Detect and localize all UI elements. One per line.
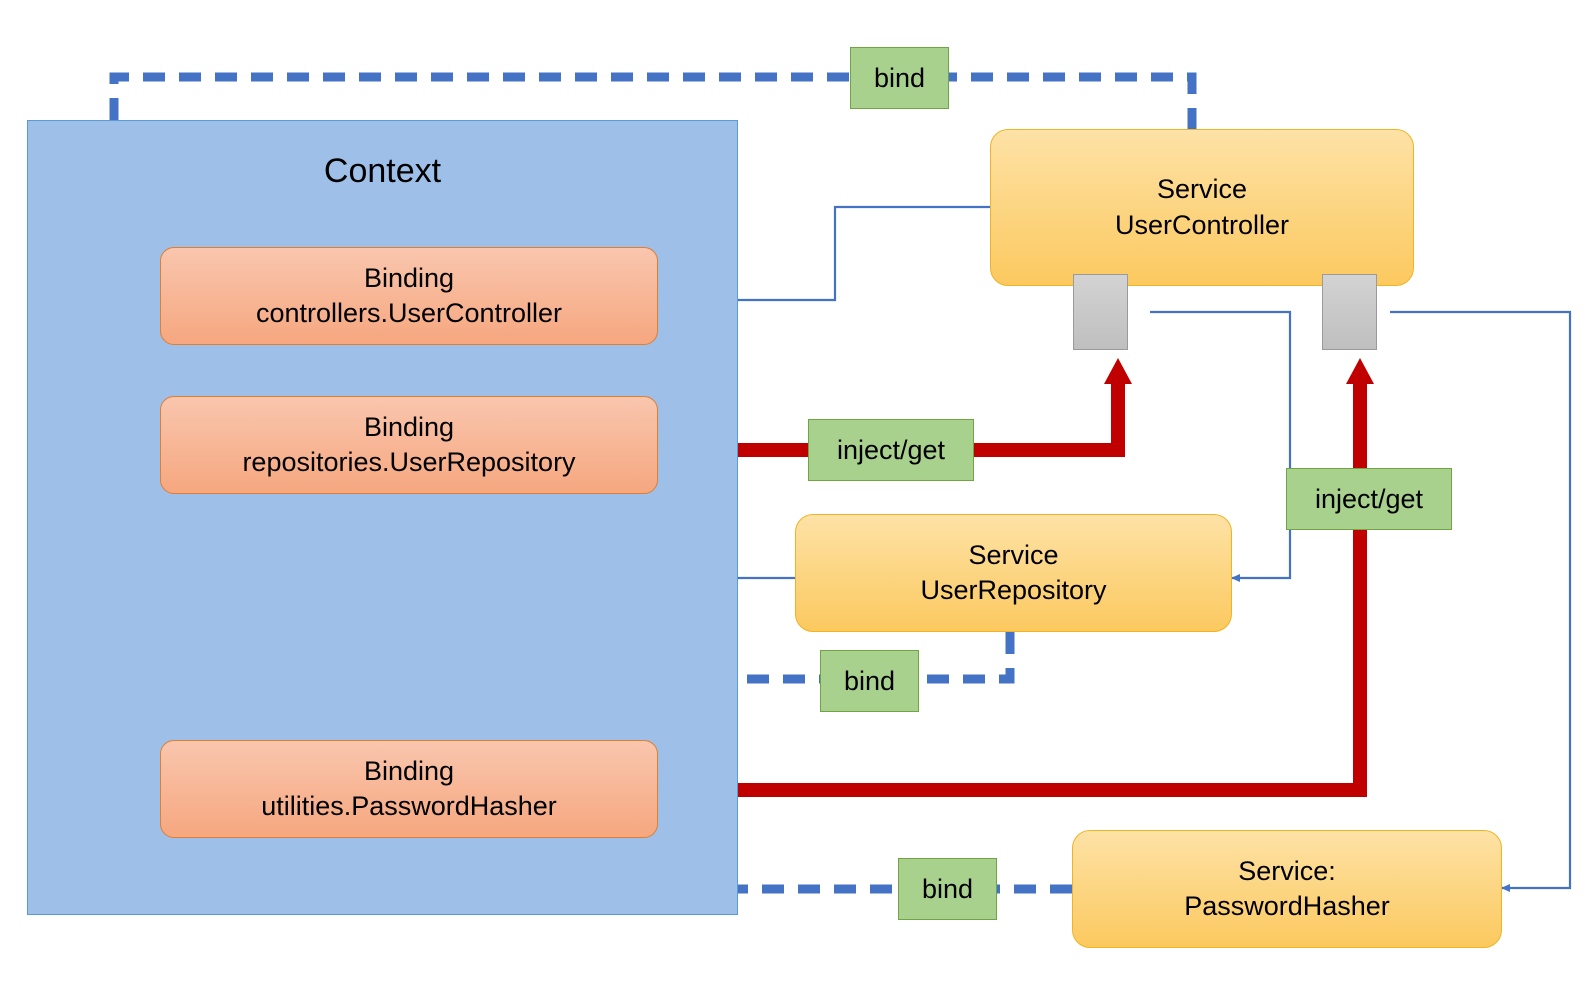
service-user-repository-line2: UserRepository [920, 575, 1107, 605]
edge-label-inject-get-user-repository-text: inject/get [836, 434, 946, 465]
binding-password-hasher-line1: Binding [363, 756, 455, 787]
binding-password-hasher[interactable]: Binding utilities.PasswordHasher [160, 740, 658, 838]
edge-label-bind-user-repository: bind [820, 650, 919, 712]
service-password-hasher-line1: Service: [1238, 855, 1336, 886]
edge-label-inject-get-password-hasher-text: inject/get [1314, 483, 1424, 514]
binding-user-controller[interactable]: Binding controllers.UserController [160, 247, 658, 345]
service-user-controller[interactable]: Service UserController [990, 129, 1414, 286]
service-password-hasher[interactable]: Service: PasswordHasher [1072, 830, 1502, 948]
context-title: Context [323, 152, 442, 190]
edge-label-inject-get-user-repository: inject/get [808, 419, 974, 481]
service-password-hasher-line2: PasswordHasher [1184, 891, 1390, 921]
service-user-repository-line1: Service [968, 539, 1059, 570]
edge-label-bind-user-repository-text: bind [843, 665, 896, 696]
binding-user-repository-line2: repositories.UserRepository [242, 447, 576, 477]
edge-label-bind-user-controller: bind [850, 47, 949, 109]
binding-user-repository-line1: Binding [363, 412, 455, 443]
edge-label-bind-password-hasher-text: bind [921, 873, 974, 904]
port-user-repository-dependency[interactable] [1073, 274, 1128, 350]
edge-label-inject-get-password-hasher: inject/get [1286, 468, 1452, 530]
edge-label-bind-password-hasher: bind [898, 858, 997, 920]
binding-password-hasher-line2: utilities.PasswordHasher [261, 791, 557, 821]
service-user-controller-line1: Service [1156, 174, 1248, 205]
ref-line-port-right-to-password-hasher [1390, 310, 1572, 892]
binding-user-repository[interactable]: Binding repositories.UserRepository [160, 396, 658, 494]
binding-user-controller-line1: Binding [363, 263, 455, 294]
edge-label-bind-user-controller-text: bind [873, 62, 926, 93]
service-user-repository[interactable]: Service UserRepository [795, 514, 1232, 632]
port-password-hasher-dependency[interactable] [1322, 274, 1377, 350]
service-user-controller-line2: UserController [1114, 209, 1290, 240]
binding-user-controller-line2: controllers.UserController [255, 298, 563, 328]
